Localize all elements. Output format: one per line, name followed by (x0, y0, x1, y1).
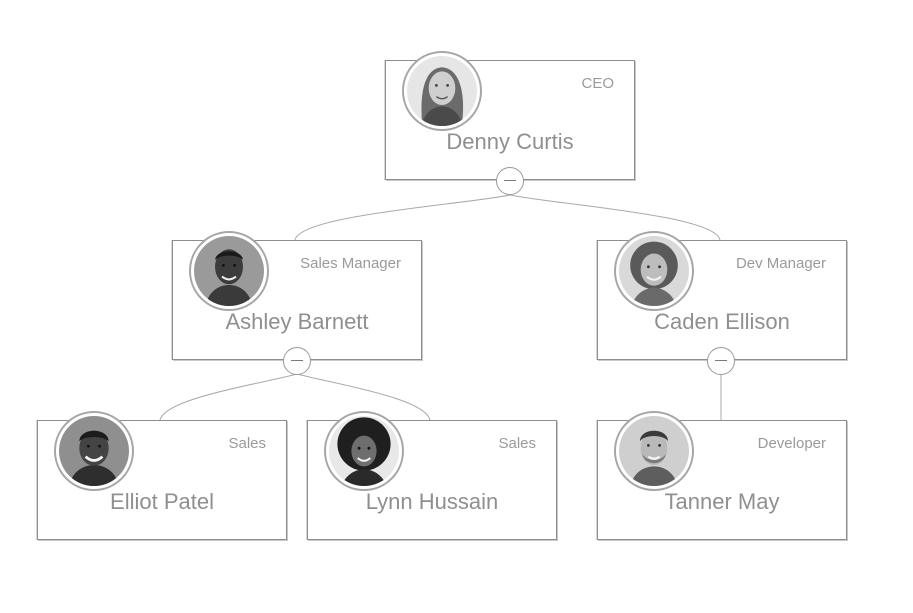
avatar-photo (324, 411, 404, 491)
minus-icon (504, 180, 516, 181)
collapse-toggle-button[interactable] (496, 167, 524, 195)
avatar-woman-long-hair-icon (407, 56, 477, 126)
minus-icon (291, 360, 303, 361)
node-job-title: Sales (228, 435, 266, 452)
node-job-title: Developer (757, 435, 826, 452)
node-person-name: Lynn Hussain (365, 489, 499, 514)
avatar-woman-afro-hair-icon (329, 416, 399, 486)
avatar-man-beard-icon (619, 416, 689, 486)
avatar-photo (402, 51, 482, 131)
collapse-toggle-button[interactable] (707, 347, 735, 375)
connector-line (294, 194, 511, 241)
org-node-card[interactable]: Developer Tanner May (597, 411, 847, 540)
org-node-card[interactable]: Sales Elliot Patel (37, 411, 287, 540)
node-job-title: Sales Manager (300, 255, 401, 272)
node-job-title: Dev Manager (735, 255, 826, 272)
node-person-name: Elliot Patel (110, 489, 214, 514)
collapse-toggle-button[interactable] (283, 347, 311, 375)
avatar-photo (614, 411, 694, 491)
node-person-name: Ashley Barnett (225, 309, 369, 334)
node-person-name: Tanner May (664, 489, 780, 514)
connector-line (509, 194, 721, 241)
org-node-card[interactable]: Dev Manager Caden Ellison (597, 231, 847, 360)
avatar-man-short-hair-icon (59, 416, 129, 486)
org-node-card[interactable]: Sales Lynn Hussain (307, 411, 557, 540)
avatar-photo (189, 231, 269, 311)
node-person-name: Denny Curtis (446, 129, 574, 154)
org-node-card[interactable]: CEO Denny Curtis (385, 51, 635, 180)
node-job-title: CEO (581, 75, 614, 92)
connector-line (159, 373, 298, 421)
avatar-man-short-hair-icon (194, 236, 264, 306)
avatar-woman-curly-hair-icon (619, 236, 689, 306)
node-job-title: Sales (498, 435, 536, 452)
node-person-name: Caden Ellison (654, 309, 790, 334)
org-node-card[interactable]: Sales Manager Ashley Barnett (172, 231, 422, 360)
avatar-photo (614, 231, 694, 311)
minus-icon (715, 360, 727, 361)
connector-line (296, 373, 431, 421)
avatar-photo (54, 411, 134, 491)
